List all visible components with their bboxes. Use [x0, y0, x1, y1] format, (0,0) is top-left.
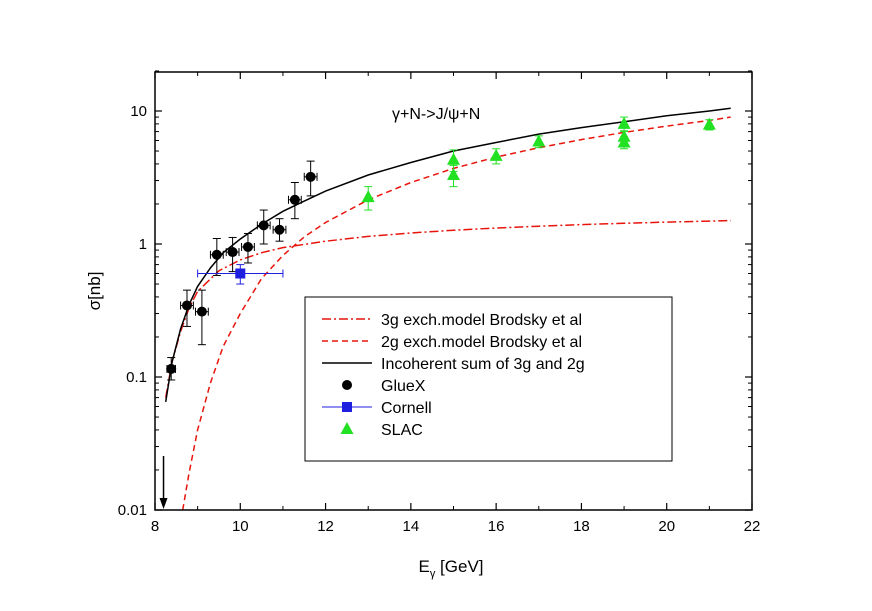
gluex-marker: [166, 363, 177, 374]
legend-box: [304, 296, 673, 462]
gluex-point: [225, 236, 240, 273]
y-axis-title: σ[nb]: [85, 272, 104, 311]
slac-marker: [361, 190, 375, 203]
legend-label: Incoherent sum of 3g and 2g: [381, 356, 585, 373]
legend-item: SLAC: [340, 422, 423, 439]
slac-marker: [532, 134, 546, 147]
legend-label: 2g exch.model Brodsky et al: [381, 334, 582, 351]
curve-incoherent: [164, 107, 731, 403]
gluex-point: [166, 357, 177, 381]
threshold-arrow: [159, 456, 168, 509]
gluex-point: [272, 218, 287, 242]
x-axis: 8 10 12 14 16 18 20 22: [151, 72, 761, 535]
gluex-point: [195, 289, 209, 346]
x-axis-title-subscript: γ: [430, 568, 436, 580]
slac-point: [702, 117, 716, 131]
slac-marker: [702, 117, 716, 130]
slac-marker: [447, 168, 460, 181]
slac-marker: [617, 135, 631, 148]
slac-point: [532, 134, 546, 149]
gluex-point: [180, 289, 194, 327]
gluex-marker: [289, 194, 300, 205]
legend-label: SLAC: [381, 422, 423, 439]
legend-item: Cornell: [322, 400, 432, 417]
y-tick-label: 1: [139, 236, 147, 253]
gluex-marker: [196, 306, 207, 317]
gluex-point: [241, 232, 255, 264]
legend-item: Incoherent sum of 3g and 2g: [322, 356, 585, 373]
cornell-point: [197, 264, 284, 285]
gluex-point: [287, 182, 302, 220]
gluex-marker: [274, 224, 285, 235]
gluex-point: [209, 237, 224, 276]
x-tick-label: 20: [658, 518, 675, 535]
legend-item: 2g exch.model Brodsky et al: [322, 334, 582, 351]
legend-label: GlueX: [381, 378, 426, 395]
legend-item: 3g exch.model Brodsky et al: [322, 312, 582, 329]
x-tick-label: 8: [151, 518, 159, 535]
slac-marker: [489, 148, 503, 161]
gluex-marker: [227, 247, 238, 258]
gluex-marker: [181, 300, 192, 311]
x-tick-label: 12: [317, 518, 334, 535]
legend-swatch: [342, 402, 352, 412]
x-axis-title: Eγ [GeV]: [418, 557, 483, 580]
legend-label: 3g exch.model Brodsky et al: [381, 312, 582, 329]
data-markers: [166, 116, 716, 381]
x-tick-label: 22: [744, 518, 761, 535]
slac-point: [489, 148, 503, 165]
gluex-marker: [258, 220, 269, 231]
x-tick-label: 18: [573, 518, 590, 535]
slac-point: [361, 186, 375, 211]
y-axis: 0.01 0.1 1 10: [118, 70, 752, 519]
gluex-point: [256, 209, 271, 245]
gluex-marker: [211, 249, 222, 260]
arrow-head: [159, 498, 168, 509]
slac-point: [447, 164, 460, 188]
legend-swatch: [342, 380, 352, 390]
gluex-marker: [305, 171, 316, 182]
x-tick-label: 16: [488, 518, 505, 535]
legend-label: Cornell: [381, 400, 432, 417]
y-tick-label: 0.01: [118, 502, 147, 519]
gluex-marker: [242, 241, 253, 252]
reaction-annotation: γ+N->J/ψ+N: [392, 106, 480, 123]
slac-marker: [447, 152, 460, 165]
gluex-point: [303, 160, 318, 197]
slac-marker: [617, 116, 631, 129]
legend: 3g exch.model Brodsky et al 2g exch.model…: [304, 296, 673, 462]
x-tick-label: 14: [403, 518, 420, 535]
legend-item: GlueX: [342, 378, 426, 395]
y-tick-label: 0.1: [126, 369, 147, 386]
legend-swatch: [340, 422, 354, 434]
slac-point: [617, 135, 631, 150]
cornell-marker: [235, 268, 246, 279]
x-tick-label: 10: [232, 518, 249, 535]
y-tick-label: 10: [130, 103, 147, 120]
